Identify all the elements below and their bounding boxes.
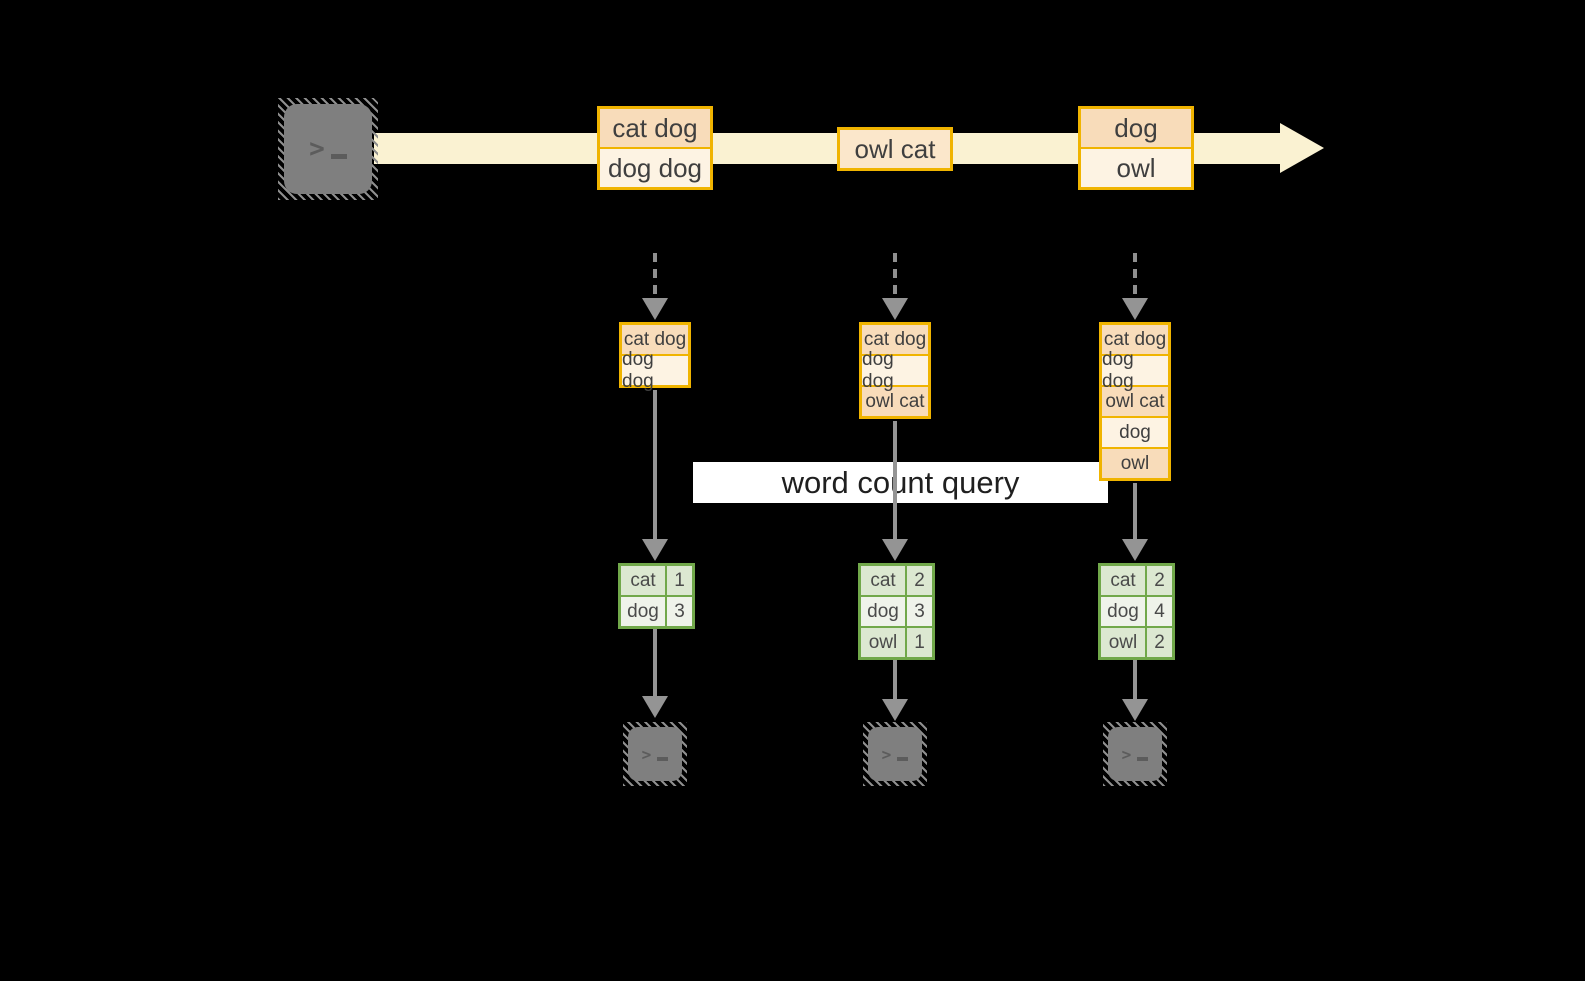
query-arrow-line	[653, 390, 657, 540]
query-arrow-head	[882, 539, 908, 561]
stream-record: owl cat	[840, 130, 950, 168]
dashed-arrow-head	[882, 298, 908, 320]
terminal-cursor-icon	[657, 756, 669, 761]
count-value: 3	[907, 597, 932, 626]
query-arrow-head	[1122, 539, 1148, 561]
dashed-arrow-line	[653, 253, 657, 299]
count-value: 2	[1147, 628, 1172, 657]
count-word: cat	[1101, 566, 1145, 595]
terminal-cursor-icon	[330, 153, 347, 159]
batch-records-box-1: cat dog dog dog	[619, 322, 691, 392]
count-value: 2	[1147, 566, 1172, 595]
stream-box-batch2: owl cat	[837, 127, 953, 171]
query-label-band: word count query	[693, 462, 1108, 503]
source-terminal-icon: >	[278, 98, 378, 200]
batch-record: owl cat	[1102, 387, 1168, 418]
batch-record: dog dog	[862, 349, 928, 392]
batch-record: dog dog	[1102, 349, 1168, 392]
stream-record: dog dog	[600, 149, 710, 187]
batch-records-box-2: cat dog dog dog owl cat	[859, 322, 931, 419]
count-word: cat	[621, 566, 665, 595]
terminal-prompt-icon: >	[641, 744, 652, 764]
count-value: 1	[907, 628, 932, 657]
count-word: owl	[1101, 628, 1145, 657]
dashed-arrow-line	[893, 253, 897, 299]
query-arrow-head	[642, 539, 668, 561]
dashed-arrow-head	[1122, 298, 1148, 320]
sink-arrow-head	[642, 696, 668, 718]
stream-box-batch3: dog owl	[1078, 106, 1194, 190]
sink-terminal-icon: >	[863, 722, 927, 786]
count-value: 3	[667, 597, 692, 626]
stream-box-batch1: cat dog dog dog	[597, 106, 713, 190]
count-table-2: cat 2 dog 3 owl 1	[858, 563, 935, 660]
count-word: cat	[861, 566, 905, 595]
terminal-prompt-icon: >	[881, 744, 892, 764]
batch-record: dog dog	[622, 349, 688, 392]
dashed-arrow-line	[1133, 253, 1137, 299]
count-table-3: cat 2 dog 4 owl 2	[1098, 563, 1175, 660]
count-value: 2	[907, 566, 932, 595]
count-word: owl	[861, 628, 905, 657]
sink-arrow-head	[882, 699, 908, 721]
sink-arrow-head	[1122, 699, 1148, 721]
query-arrow-line	[893, 421, 897, 540]
query-arrow-line	[1133, 483, 1137, 540]
stream-record: cat dog	[600, 109, 710, 149]
stream-record: dog	[1081, 109, 1191, 149]
dashed-arrow-head	[642, 298, 668, 320]
count-word: dog	[861, 597, 905, 626]
count-word: dog	[621, 597, 665, 626]
terminal-cursor-icon	[897, 756, 909, 761]
batch-record: owl cat	[862, 387, 928, 416]
sink-arrow-line	[893, 660, 897, 700]
batch-record: cat dog	[622, 325, 688, 356]
count-table-1: cat 1 dog 3	[618, 563, 695, 629]
batch-record: cat dog	[862, 325, 928, 356]
sink-arrow-line	[1133, 660, 1137, 700]
batch-record: cat dog	[1102, 325, 1168, 356]
sink-terminal-icon: >	[1103, 722, 1167, 786]
batch-record: dog	[1102, 418, 1168, 449]
terminal-cursor-icon	[1137, 756, 1149, 761]
count-value: 4	[1147, 597, 1172, 626]
count-value: 1	[667, 566, 692, 595]
count-word: dog	[1101, 597, 1145, 626]
sink-arrow-line	[653, 629, 657, 697]
stream-arrow-head	[1280, 123, 1324, 173]
sink-terminal-icon: >	[623, 722, 687, 786]
stream-record: owl	[1081, 149, 1191, 187]
terminal-prompt-icon: >	[1121, 744, 1132, 764]
query-label: word count query	[781, 464, 1020, 500]
batch-record: owl	[1102, 449, 1168, 478]
batch-records-box-3: cat dog dog dog owl cat dog owl	[1099, 322, 1171, 481]
terminal-prompt-icon: >	[309, 134, 325, 164]
